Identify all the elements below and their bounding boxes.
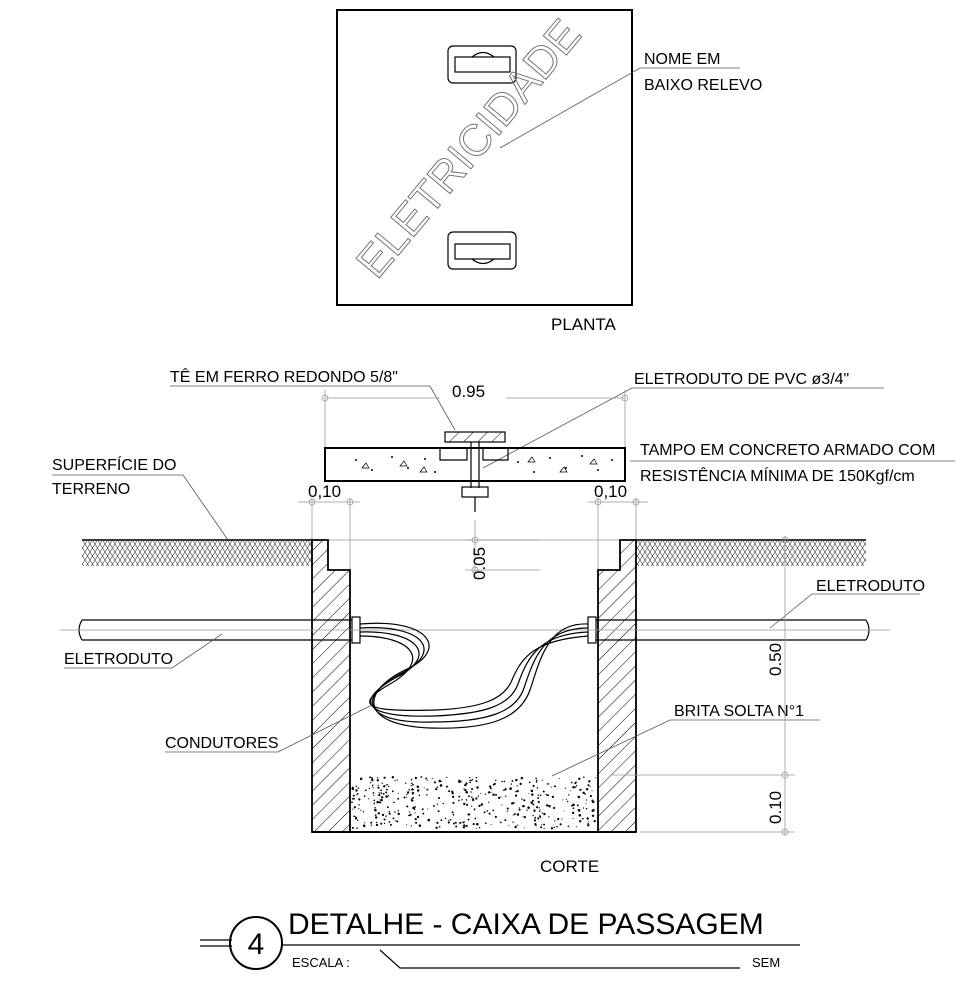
leader-conduit-right bbox=[769, 593, 920, 629]
leader-tee bbox=[170, 385, 456, 431]
dim-lip-depth: 0.05 bbox=[470, 547, 489, 580]
concrete-speckle bbox=[355, 455, 613, 473]
label-ground-line2: TERRENO bbox=[52, 481, 130, 498]
label-conduit-right: ELETRODUTO bbox=[816, 578, 925, 595]
label-conduit-left: ELETRODUTO bbox=[64, 651, 173, 668]
section-caption: CORTE bbox=[540, 857, 599, 876]
iron-tee bbox=[439, 431, 509, 512]
dim-depth: 0.50 bbox=[766, 643, 785, 676]
gravel-layer bbox=[351, 776, 597, 830]
dim-gravel: 0.10 bbox=[766, 791, 785, 824]
leader-gravel bbox=[551, 719, 820, 777]
plan-view: ELETRICIDADE NOME EM BAIXO RELEVO PLANTA bbox=[336, 9, 762, 334]
dim-lip-right: 0,10 bbox=[594, 482, 627, 501]
leader-pvc bbox=[482, 387, 884, 469]
scale-value: SEM bbox=[752, 955, 780, 970]
leader-name bbox=[499, 67, 740, 149]
section-view: TÊ EM FERRO REDONDO 5/8" ELETRODUTO DE P… bbox=[52, 367, 955, 876]
dim-lid-width: 0.95 bbox=[452, 382, 485, 401]
ground-left bbox=[82, 539, 312, 566]
detail-number-circle bbox=[229, 916, 283, 970]
lid-plan-outline bbox=[336, 9, 633, 306]
embossed-name: ELETRICIDADE bbox=[347, 10, 590, 287]
label-lid-line2: RESISTÊNCIA MÍNIMA DE 150Kgf/cm bbox=[640, 466, 915, 485]
ground-right bbox=[636, 539, 866, 566]
detail-title: DETALHE - CAIXA DE PASSAGEM bbox=[288, 908, 764, 941]
dim-lip-left: 0,10 bbox=[308, 482, 341, 501]
label-pvc: ELETRODUTO DE PVC ø3/4" bbox=[634, 371, 849, 388]
title-block: 4 DETALHE - CAIXA DE PASSAGEM ESCALA : S… bbox=[200, 908, 800, 970]
wall-right bbox=[597, 539, 637, 833]
label-name-line1: NOME EM bbox=[644, 51, 720, 68]
label-name-line2: BAIXO RELEVO bbox=[644, 77, 762, 94]
label-tee: TÊ EM FERRO REDONDO 5/8" bbox=[170, 367, 398, 386]
conductors bbox=[359, 622, 589, 729]
lid-slab bbox=[324, 447, 626, 482]
wall-left bbox=[311, 539, 351, 833]
label-conductors: CONDUTORES bbox=[165, 735, 279, 752]
detail-number: 4 bbox=[248, 928, 265, 961]
leader-conduit-left bbox=[64, 633, 223, 669]
handle-bottom bbox=[447, 231, 517, 270]
scale-label: ESCALA : bbox=[292, 955, 350, 970]
leader-conductors bbox=[165, 704, 373, 753]
handle-top bbox=[447, 45, 517, 84]
label-ground-line1: SUPERFÍCIE DO bbox=[52, 455, 176, 474]
plan-caption: PLANTA bbox=[551, 315, 617, 334]
label-gravel: BRITA SOLTA N°1 bbox=[674, 703, 804, 720]
scale-leader bbox=[379, 949, 740, 969]
label-lid-line1: TAMPO EM CONCRETO ARMADO COM bbox=[640, 442, 935, 459]
leader-ground bbox=[52, 474, 229, 541]
